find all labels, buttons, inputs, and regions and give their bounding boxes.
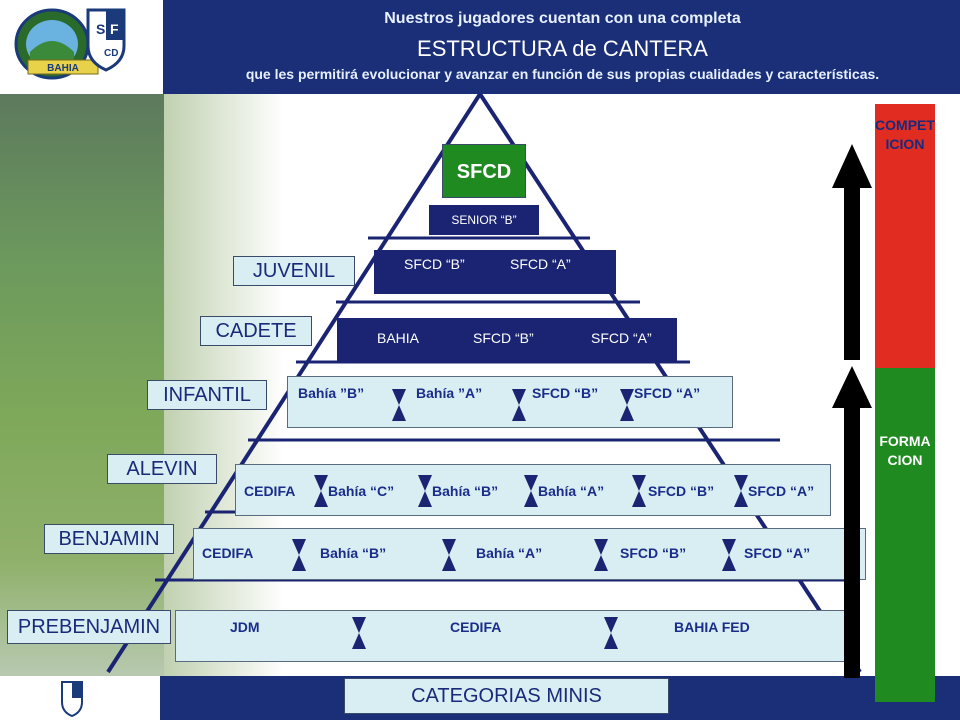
hourglass-icon xyxy=(734,475,748,507)
team-label: SFCD “A” xyxy=(744,545,811,561)
hourglass-icon xyxy=(524,475,538,507)
competicion-label: COMPETICION xyxy=(875,117,935,152)
hourglass-icon xyxy=(722,539,736,571)
arrow-up-icon xyxy=(832,144,872,360)
team-label: Bahía ”B” xyxy=(298,385,365,401)
team-label: SFCD “B” xyxy=(648,483,715,499)
prebenjamin-band: JDM CEDIFA BAHIA FED xyxy=(175,610,847,662)
progression-arrows xyxy=(832,144,872,678)
hourglass-icon xyxy=(620,389,634,421)
team-label: BAHIA FED xyxy=(674,619,750,635)
header-title: ESTRUCTURA de CANTERA xyxy=(417,36,708,61)
club-crest-logo: BAHIA S F CD xyxy=(14,8,126,80)
logo-area: BAHIA S F CD xyxy=(0,0,163,94)
team-label: JDM xyxy=(230,619,260,635)
sfcd-top-box: SFCD xyxy=(442,144,526,198)
svg-text:S: S xyxy=(96,21,105,37)
infantil-band: Bahía ”B” Bahía ”A” SFCD “B” SFCD “A” xyxy=(287,376,733,428)
benjamin-band: CEDIFA Bahía “B” Bahía “A” SFCD “B” SFCD… xyxy=(193,528,866,580)
team-label: Bahía “B” xyxy=(320,545,387,561)
hourglass-icon xyxy=(604,617,618,649)
hourglass-icon xyxy=(594,539,608,571)
hourglass-icon xyxy=(512,389,526,421)
formacion-column: FORMACION xyxy=(875,368,935,702)
cadete-band: BAHIA SFCD “B” SFCD “A” xyxy=(337,318,677,362)
category-benjamin: BENJAMIN xyxy=(44,524,174,554)
formacion-label: FORMACION xyxy=(879,433,931,468)
senior-b-box: SENIOR “B” xyxy=(429,205,539,235)
hourglass-icon xyxy=(392,389,406,421)
header-line-1: Nuestros jugadores cuentan con una compl… xyxy=(384,10,741,27)
juvenil-band: SFCD “B” SFCD “A” xyxy=(374,250,616,294)
team-label: SFCD “A” xyxy=(591,330,652,346)
team-label: CEDIFA xyxy=(244,483,296,499)
team-label: BAHIA xyxy=(377,330,420,346)
hourglass-icon xyxy=(352,617,366,649)
team-label: Bahía “B” xyxy=(432,483,499,499)
hourglass-icon xyxy=(292,539,306,571)
svg-text:CD: CD xyxy=(104,48,118,59)
team-label: SFCD “A” xyxy=(748,483,815,499)
category-infantil: INFANTIL xyxy=(147,380,267,410)
category-cadete: CADETE xyxy=(200,316,312,346)
team-label: Bahía “C” xyxy=(328,483,395,499)
team-label: Bahía ”A” xyxy=(416,385,483,401)
team-label: SFCD “B” xyxy=(620,545,687,561)
hourglass-icon xyxy=(632,475,646,507)
team-label: SFCD “A” xyxy=(510,256,571,272)
team-label: SFCD “B” xyxy=(473,330,534,346)
category-prebenjamin: PREBENJAMIN xyxy=(7,610,171,644)
svg-text:F: F xyxy=(110,21,119,37)
header-line-3: que les permitirá evolucionar y avanzar … xyxy=(245,66,880,82)
stadium-field-image xyxy=(0,94,164,676)
category-juvenil: JUVENIL xyxy=(233,256,355,286)
hourglass-icon xyxy=(314,475,328,507)
team-label: SFCD “B” xyxy=(404,256,465,272)
team-label: SFCD “B” xyxy=(532,385,599,401)
category-alevin: ALEVIN xyxy=(107,454,217,484)
arrow-up-icon xyxy=(832,366,872,678)
competicion-column: COMPETICION xyxy=(875,104,935,368)
logo-text: BAHIA xyxy=(47,63,79,74)
footer-left xyxy=(0,676,160,720)
categorias-minis-box: CATEGORIAS MINIS xyxy=(344,678,669,714)
hourglass-icon xyxy=(418,475,432,507)
team-label: Bahía “A” xyxy=(538,483,605,499)
small-crest-icon xyxy=(61,681,83,718)
team-label: CEDIFA xyxy=(450,619,502,635)
team-label: Bahía “A” xyxy=(476,545,543,561)
hourglass-icon xyxy=(442,539,456,571)
team-label: CEDIFA xyxy=(202,545,254,561)
team-label: SFCD “A” xyxy=(634,385,701,401)
alevin-band: CEDIFA Bahía “C” Bahía “B” Bahía “A” SFC… xyxy=(235,464,831,516)
